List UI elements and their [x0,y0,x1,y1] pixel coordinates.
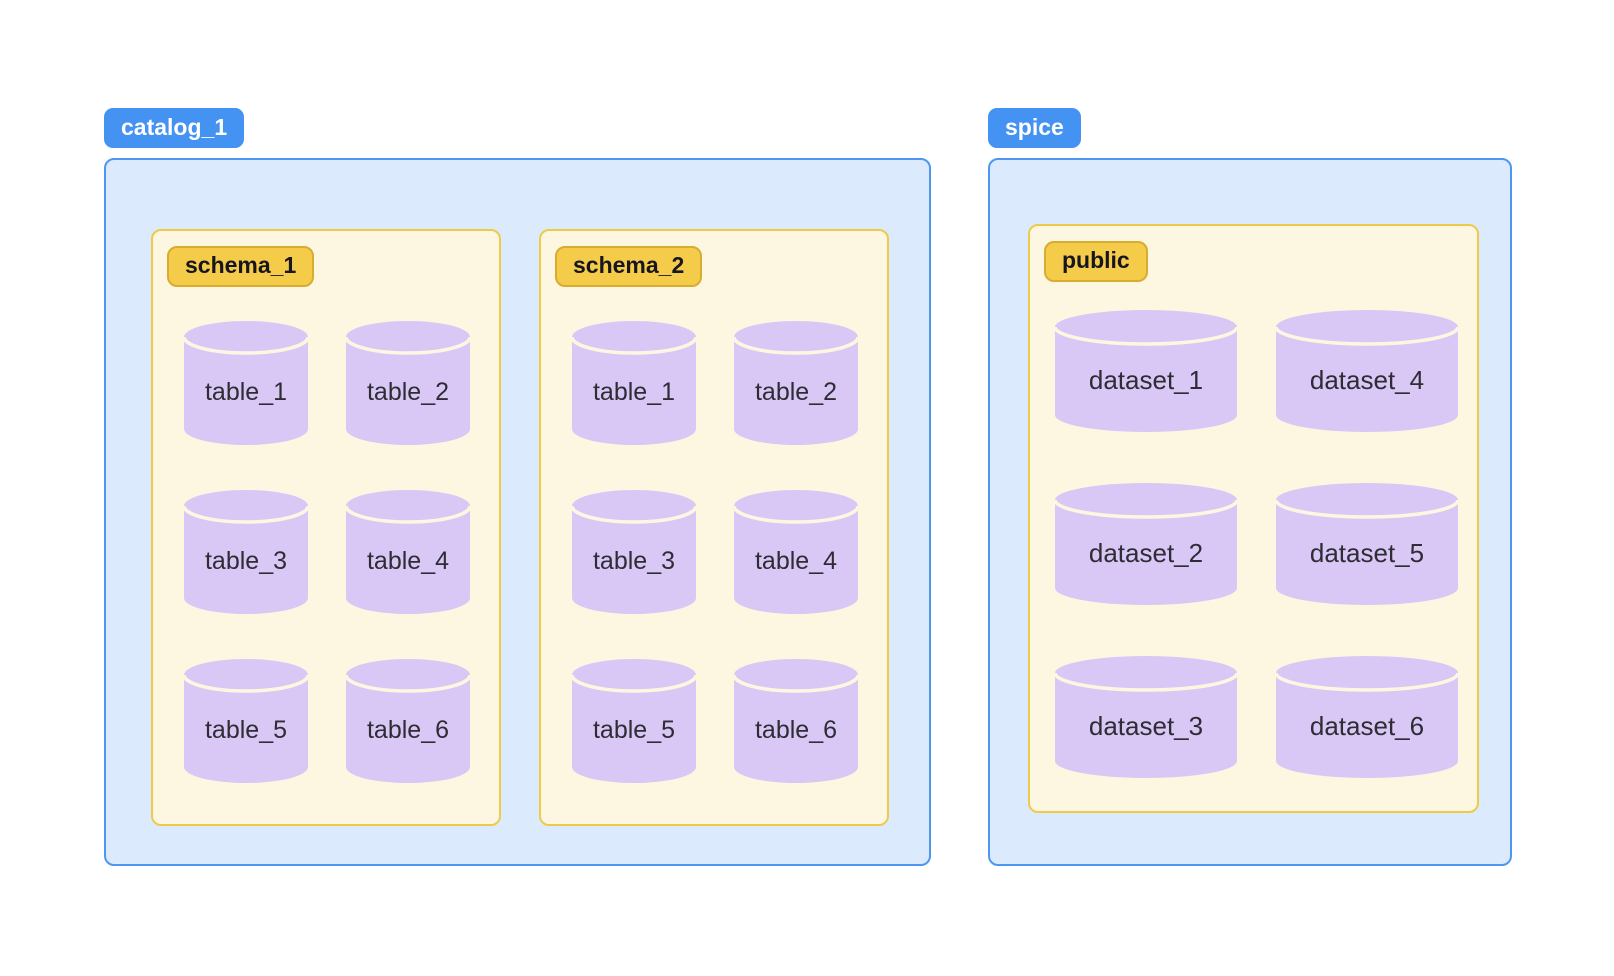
database-cylinder-icon [1275,310,1459,432]
dataset-label: dataset_1 [1088,364,1204,395]
table-cylinder: table_2 [345,320,471,446]
table-cylinder: table_3 [183,489,309,615]
database-cylinder-icon [1275,483,1459,605]
database-cylinder-icon [183,490,309,614]
table-label: table_6 [366,715,450,744]
spice-container: public dataset_1 dataset_4 dataset_2 dat… [988,158,1512,866]
dataset-label: dataset_6 [1309,710,1425,741]
catalog-container: schema_1 table_1 table_2 table_3 table_4 [104,158,931,866]
table-label: table_3 [592,546,676,575]
database-cylinder-icon [183,321,309,445]
spice-badge: spice [988,108,1081,148]
public-schema-box: public dataset_1 dataset_4 dataset_2 dat… [1028,224,1479,813]
schema-1-badge: schema_1 [167,246,315,287]
dataset-label: dataset_3 [1088,710,1204,741]
database-cylinder-icon [571,321,697,445]
schema-2-box: schema_2 table_1 table_2 table_3 table_4 [539,229,889,826]
dataset-cylinder: dataset_1 [1054,309,1238,433]
dataset-cylinder: dataset_6 [1275,655,1459,779]
dataset-label: dataset_5 [1309,537,1425,568]
table-label: table_2 [754,377,838,406]
table-cylinder: table_3 [571,489,697,615]
table-cylinder: table_1 [571,320,697,446]
table-cylinder: table_5 [571,658,697,784]
dataset-cylinder: dataset_2 [1054,482,1238,606]
dataset-cylinder: dataset_3 [1054,655,1238,779]
database-cylinder-icon [183,659,309,783]
database-cylinder-icon [1054,656,1238,778]
table-cylinder: table_1 [183,320,309,446]
table-label: table_5 [592,715,676,744]
database-cylinder-icon [733,490,859,614]
database-cylinder-icon [345,490,471,614]
schema-1-box: schema_1 table_1 table_2 table_3 table_4 [151,229,501,826]
table-label: table_2 [366,377,450,406]
table-label: table_1 [204,377,288,406]
database-cylinder-icon [571,490,697,614]
table-cylinder: table_5 [183,658,309,784]
database-cylinder-icon [733,321,859,445]
schema-2-table-grid: table_1 table_2 table_3 table_4 table_5 … [571,320,859,784]
schema-2-badge: schema_2 [555,246,703,287]
table-cylinder: table_6 [733,658,859,784]
table-cylinder: table_4 [733,489,859,615]
dataset-label: dataset_4 [1309,364,1425,395]
dataset-cylinder: dataset_5 [1275,482,1459,606]
table-cylinder: table_4 [345,489,471,615]
database-cylinder-icon [1054,310,1238,432]
database-cylinder-icon [345,321,471,445]
table-label: table_4 [754,546,838,575]
table-label: table_4 [366,546,450,575]
public-dataset-grid: dataset_1 dataset_4 dataset_2 dataset_5 … [1054,309,1459,779]
table-label: table_3 [204,546,288,575]
table-label: table_5 [204,715,288,744]
database-cylinder-icon [345,659,471,783]
catalog-badge: catalog_1 [104,108,245,148]
table-label: table_6 [754,715,838,744]
dataset-cylinder: dataset_4 [1275,309,1459,433]
table-label: table_1 [592,377,676,406]
database-cylinder-icon [1054,483,1238,605]
dataset-label: dataset_2 [1088,537,1204,568]
schema-1-table-grid: table_1 table_2 table_3 table_4 table_5 … [183,320,471,784]
database-cylinder-icon [1275,656,1459,778]
public-badge: public [1044,241,1148,282]
database-cylinder-icon [571,659,697,783]
table-cylinder: table_6 [345,658,471,784]
table-cylinder: table_2 [733,320,859,446]
database-cylinder-icon [733,659,859,783]
